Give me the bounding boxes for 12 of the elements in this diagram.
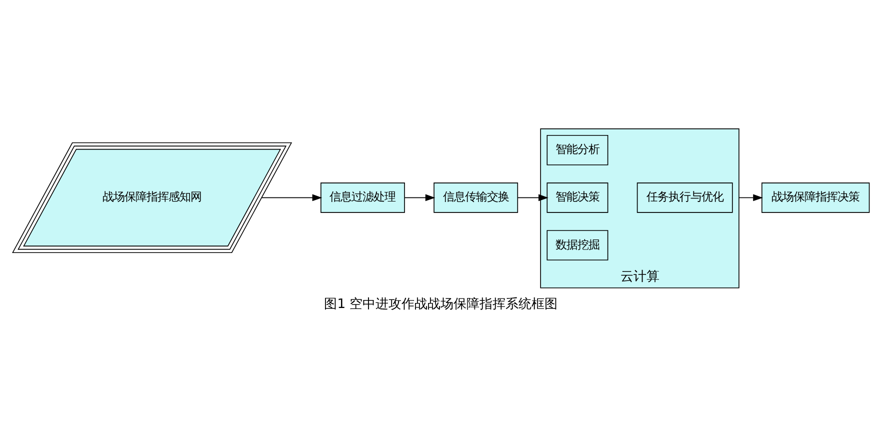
caption: 图1 空中进攻作战战场保障指挥系统框图 [324,297,558,312]
node-box: 任务执行与优化 [636,182,733,213]
node-box: 智能分析 [546,134,608,166]
arrow [518,194,548,202]
arrow [738,194,763,202]
node-box: 信息传输交换 [434,182,518,213]
node-box: 数据挖掘 [546,230,608,260]
node-box: 战场保障指挥决策 [762,182,870,213]
node-box: 信息过滤处理 [320,182,405,213]
arrow [404,194,436,202]
arrow [261,194,322,202]
node-box: 智能决策 [546,182,608,213]
